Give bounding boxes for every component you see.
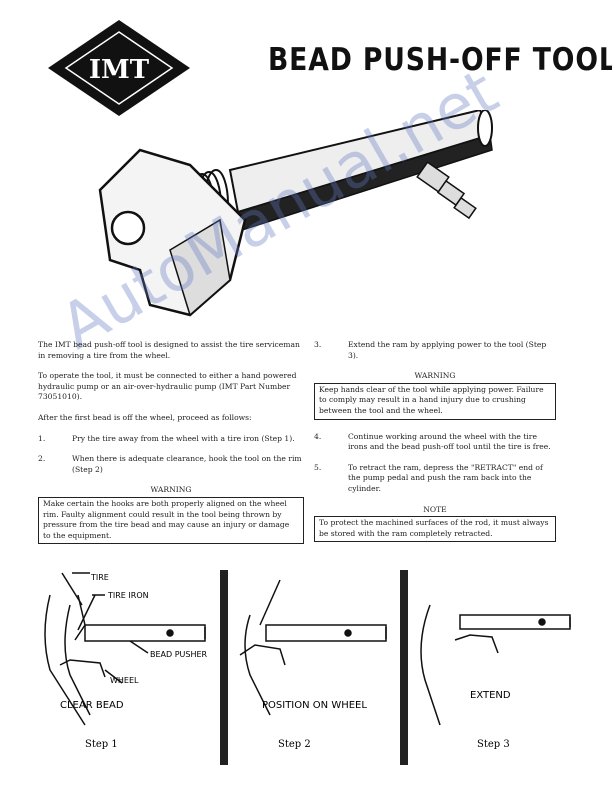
step-figures: TIRE TIRE IRON BEAD PUSHER WHEEL CLEAR B…: [44, 570, 571, 765]
step-number: 3.: [314, 340, 322, 349]
step-2-figure: [239, 579, 387, 716]
warning-box: Make certain the hooks are both properly…: [38, 496, 304, 545]
step-number: 5.: [314, 462, 322, 472]
caption-extend: EXTEND: [470, 690, 511, 701]
label-tire: TIRE: [90, 573, 109, 582]
step-text: When there is adequate clearance, hook t…: [72, 454, 302, 474]
label-bead-pusher: BEAD PUSHER: [150, 650, 208, 659]
step-text: To retract the ram, depress the "RETRACT…: [348, 462, 543, 493]
warning-title: WARNING: [150, 485, 192, 495]
step-1: 1. Pry the tire away from the wheel with…: [38, 434, 304, 445]
step-3-wall: [400, 570, 408, 765]
step-text: Continue working around the wheel with t…: [348, 431, 551, 452]
right-column: 3. Extend the ram by applying power to t…: [314, 340, 556, 543]
intro-paragraph: The IMT bead push-off tool is designed t…: [38, 340, 300, 360]
note-title: NOTE: [423, 504, 447, 514]
step-3: 3. Extend the ram by applying power to t…: [314, 340, 556, 361]
note-box: To protect the machined surfaces of the …: [314, 516, 556, 543]
step-2-caption: Step 2: [278, 739, 311, 750]
step-2: 2. When there is adequate clearance, hoo…: [38, 454, 304, 475]
step-1-caption: Step 1: [85, 739, 118, 750]
imt-logo: IMT: [48, 20, 190, 116]
caption-position-on-wheel: POSITION ON WHEEL: [262, 700, 367, 711]
after-paragraph: After the first bead is off the wheel, p…: [38, 412, 252, 422]
warning-title: WARNING: [414, 371, 456, 381]
logo-text: IMT: [89, 55, 150, 85]
caption-clear-bead: CLEAR BEAD: [60, 700, 124, 711]
step-text: Extend the ram by applying power to the …: [348, 340, 547, 360]
step-3-caption: Step 3: [477, 739, 510, 750]
warning-box: Keep hands clear of the tool while apply…: [314, 382, 556, 420]
step-2-wall: [220, 570, 228, 765]
step-3-figure: [420, 604, 571, 726]
page-title: BEAD PUSH-OFF TOOL: [268, 42, 612, 78]
bead-push-off-tool-illustration: [98, 110, 493, 317]
step-number: 2.: [38, 454, 46, 464]
step-4: 4. Continue working around the wheel wit…: [314, 432, 556, 453]
left-column: The IMT bead push-off tool is designed t…: [38, 340, 304, 545]
operate-paragraph: To operate the tool, it must be connecte…: [38, 371, 297, 402]
step-1-figure: [44, 572, 206, 726]
label-tire-iron: TIRE IRON: [107, 591, 149, 600]
step-text: Pry the tire away from the wheel with a …: [72, 433, 295, 443]
label-wheel: WHEEL: [110, 676, 139, 685]
step-5: 5. To retract the ram, depress the "RETR…: [314, 463, 556, 495]
step-number: 4.: [314, 431, 322, 441]
step-number: 1.: [38, 433, 46, 443]
